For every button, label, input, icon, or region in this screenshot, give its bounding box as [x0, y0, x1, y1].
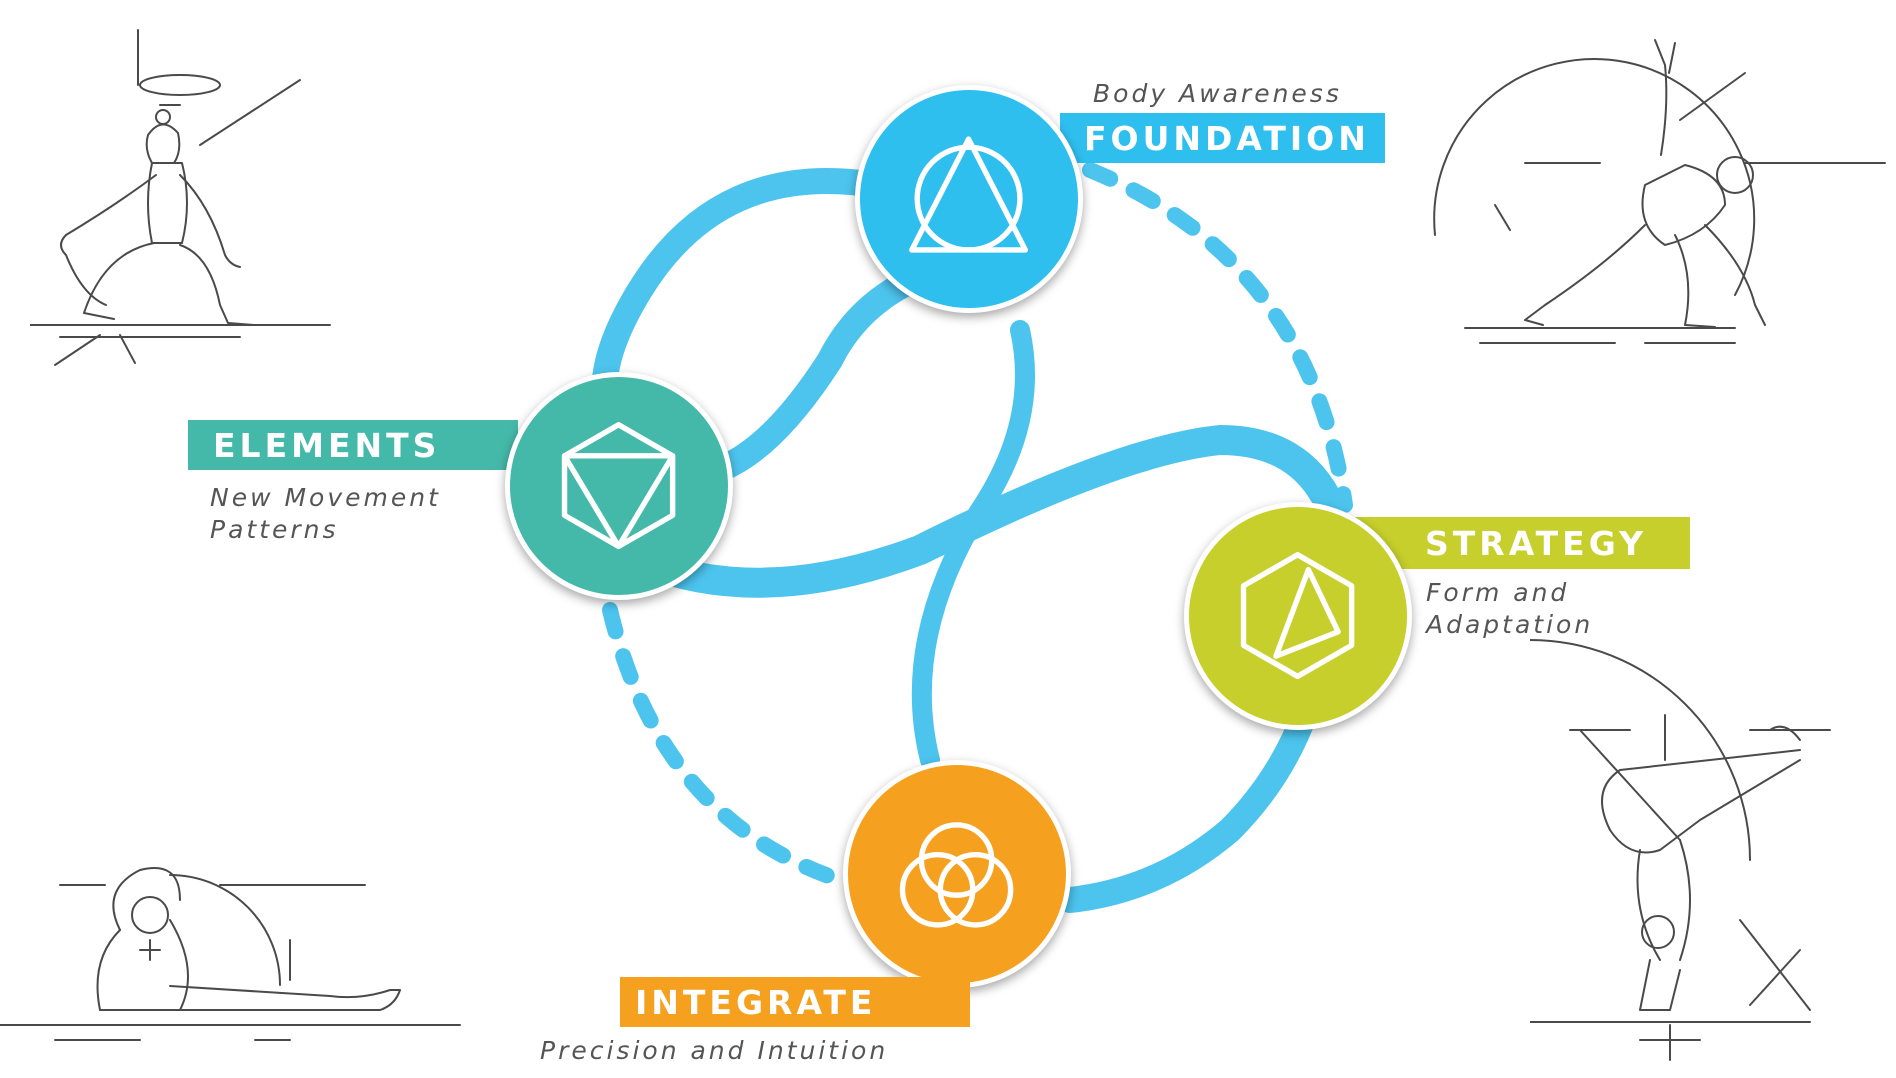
brush-loop-middle — [625, 424, 1345, 598]
circle-triangle-icon — [909, 136, 1029, 254]
strategy-subtitle-line1: Form and — [1426, 578, 1570, 607]
strategy-label: STRATEGY — [1355, 517, 1690, 569]
elements-subtitle-line1: New Movement — [210, 483, 441, 512]
elements-title: ELEMENTS — [213, 425, 441, 465]
integrate-subtitle: Precision and Intuition — [540, 1036, 889, 1065]
integrate-title: INTEGRATE — [635, 982, 877, 1022]
foundation-node — [855, 85, 1083, 313]
elements-label: ELEMENTS — [188, 420, 518, 470]
foundation-title: FOUNDATION — [1084, 118, 1370, 158]
extended-side-angle-figure — [1433, 39, 1886, 344]
hexagon-triangle-icon — [562, 422, 676, 550]
hexagon-inner-triangle-icon — [1241, 552, 1355, 680]
dotted-arc-right — [1082, 162, 1353, 513]
forearm-stand-split-figure — [1530, 639, 1831, 1061]
strategy-title: STRATEGY — [1425, 523, 1647, 563]
elements-node — [505, 372, 733, 600]
strategy-subtitle-line2: Adaptation — [1426, 610, 1594, 639]
strategy-node — [1184, 502, 1412, 730]
seated-side-bend-figure — [0, 867, 461, 1041]
triquetra-icon — [900, 822, 1014, 929]
foundation-subtitle: Body Awareness — [1093, 79, 1342, 108]
foundation-label: FOUNDATION — [1060, 113, 1385, 163]
integrate-label: INTEGRATE — [620, 977, 970, 1027]
lunge-quad-stretch-figure — [30, 29, 331, 366]
integrate-node — [843, 760, 1071, 988]
brush-loop-inner — [911, 320, 1035, 770]
dotted-arc-left — [602, 602, 848, 888]
elements-subtitle-line2: Patterns — [210, 515, 339, 544]
